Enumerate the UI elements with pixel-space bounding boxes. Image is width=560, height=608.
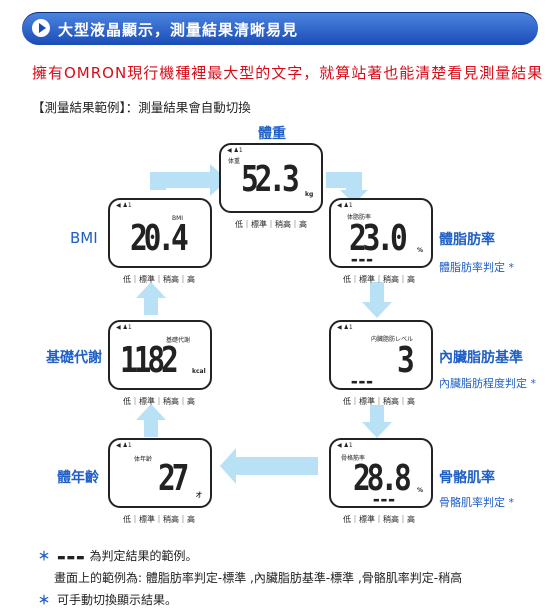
display-value: 23.0: [349, 218, 408, 259]
display-label: 基礎代謝: [166, 337, 191, 344]
display-top: ◀ ♟1: [337, 442, 353, 449]
display-label: 内臓脂肪レベル: [371, 336, 414, 343]
scale-visceral: 低｜標準｜稍高｜高: [343, 397, 415, 406]
flow-visceral-to-muscle: [370, 405, 384, 425]
flow-bmi-to-weight: [150, 172, 222, 188]
banner-title: 大型液晶顯示，測量結果清晰易見: [58, 21, 299, 39]
label-basal: 基礎代謝: [46, 350, 102, 366]
scale-bmi: 低｜標準｜稍高｜高: [123, 275, 195, 284]
display-top: ◀ ♟1: [337, 202, 353, 209]
display-body-fat: ◀ ♟1 体脂肪率 23.0 % ▬▬▬: [329, 198, 433, 268]
label-age: 體年齡: [57, 470, 99, 486]
footer-note-1: ＊ ▬▬▬為判定結果的範例。: [38, 547, 198, 564]
display-bmi: ◀ ♟1 BMI 20.4: [108, 198, 212, 268]
display-basal: ◀ ♟1 基礎代謝 1182 kcal: [108, 320, 212, 390]
display-label: 体脂肪率: [347, 214, 372, 221]
asterisk-icon: ＊: [38, 593, 51, 607]
scale-body-fat: 低｜標準｜稍高｜高: [343, 275, 415, 284]
display-top: ◀ ♟1: [116, 202, 132, 209]
display-value: 27: [158, 458, 189, 499]
label-bmi: BMI: [70, 229, 98, 247]
scale-muscle: 低｜標準｜稍高｜高: [343, 515, 415, 524]
judge-bars: ▬▬▬: [373, 496, 396, 504]
judge-bars-sample: ▬▬▬: [57, 553, 86, 563]
display-visceral: ◀ ♟1 内臓脂肪レベル 3 ▬▬▬: [329, 320, 433, 390]
display-value: 3: [397, 340, 415, 381]
flow-basal-to-bmi: [144, 295, 158, 315]
flow-age-to-basal: [144, 417, 158, 437]
judge-visceral: 內臟脂肪程度判定 *: [439, 377, 536, 390]
display-value: 28.8: [353, 458, 412, 499]
display-top: ◀ ♟1: [116, 324, 132, 331]
display-value: 20.4: [130, 218, 189, 259]
display-unit: 才: [196, 492, 203, 499]
label-muscle: 骨骼肌率: [439, 470, 495, 486]
flow-muscle-to-age: [228, 457, 318, 475]
display-top: ◀ ♟1: [337, 324, 353, 331]
display-unit: %: [417, 487, 424, 494]
display-unit: kcal: [192, 368, 206, 375]
label-visceral: 內臟脂肪基準: [439, 350, 523, 366]
judge-bars: ▬▬▬: [351, 378, 374, 386]
play-icon: [32, 19, 50, 37]
note-1-text: 為判定結果的範例。: [89, 549, 198, 563]
example-title: 【測量結果範例】：測量結果會自動切換: [32, 100, 251, 115]
display-label: 骨格筋率: [341, 455, 366, 462]
judge-muscle: 骨骼肌率判定 *: [439, 496, 514, 509]
label-weight: 體重: [258, 126, 286, 142]
display-weight: ◀ ♟1 体重 52.3 kg: [219, 143, 323, 213]
display-unit: kg: [305, 191, 314, 198]
display-value: 1182: [120, 340, 179, 381]
scale-basal: 低｜標準｜稍高｜高: [123, 397, 195, 406]
display-age: ◀ ♟1 体年齢 27 才: [108, 438, 212, 508]
display-label: BMI: [172, 215, 184, 222]
display-top: ◀ ♟1: [227, 147, 243, 154]
asterisk-icon: ＊: [38, 549, 51, 563]
title-banner: 大型液晶顯示，測量結果清晰易見: [22, 12, 538, 45]
footer-note-3: ＊ 可手動切換顯示結果。: [38, 591, 177, 608]
footer-note-2: 畫面上的範例為: 體脂肪率判定-標準 ,內臟脂肪基準-標準 ,骨骼肌率判定-稍高: [54, 571, 463, 585]
scale-age: 低｜標準｜稍高｜高: [123, 515, 195, 524]
flow-fat-to-visceral: [370, 282, 384, 304]
judge-bars: ▬▬▬: [351, 256, 374, 264]
headline: 擁有OMRON現行機種裡最大型的文字，就算站著也能清楚看見測量結果: [32, 64, 544, 82]
note-3-text: 可手動切換顯示結果。: [57, 593, 178, 607]
display-label: 体重: [228, 158, 241, 165]
display-unit: %: [417, 247, 424, 254]
display-label: 体年齢: [134, 456, 153, 463]
label-body-fat: 體脂肪率: [439, 232, 495, 248]
display-muscle: ◀ ♟1 骨格筋率 28.8 % ▬▬▬: [329, 438, 433, 508]
scale-weight: 低｜標準｜稍高｜高: [235, 220, 307, 229]
display-value: 52.3: [241, 159, 300, 200]
display-top: ◀ ♟1: [116, 442, 132, 449]
judge-body-fat: 體脂肪率判定 *: [439, 261, 514, 274]
